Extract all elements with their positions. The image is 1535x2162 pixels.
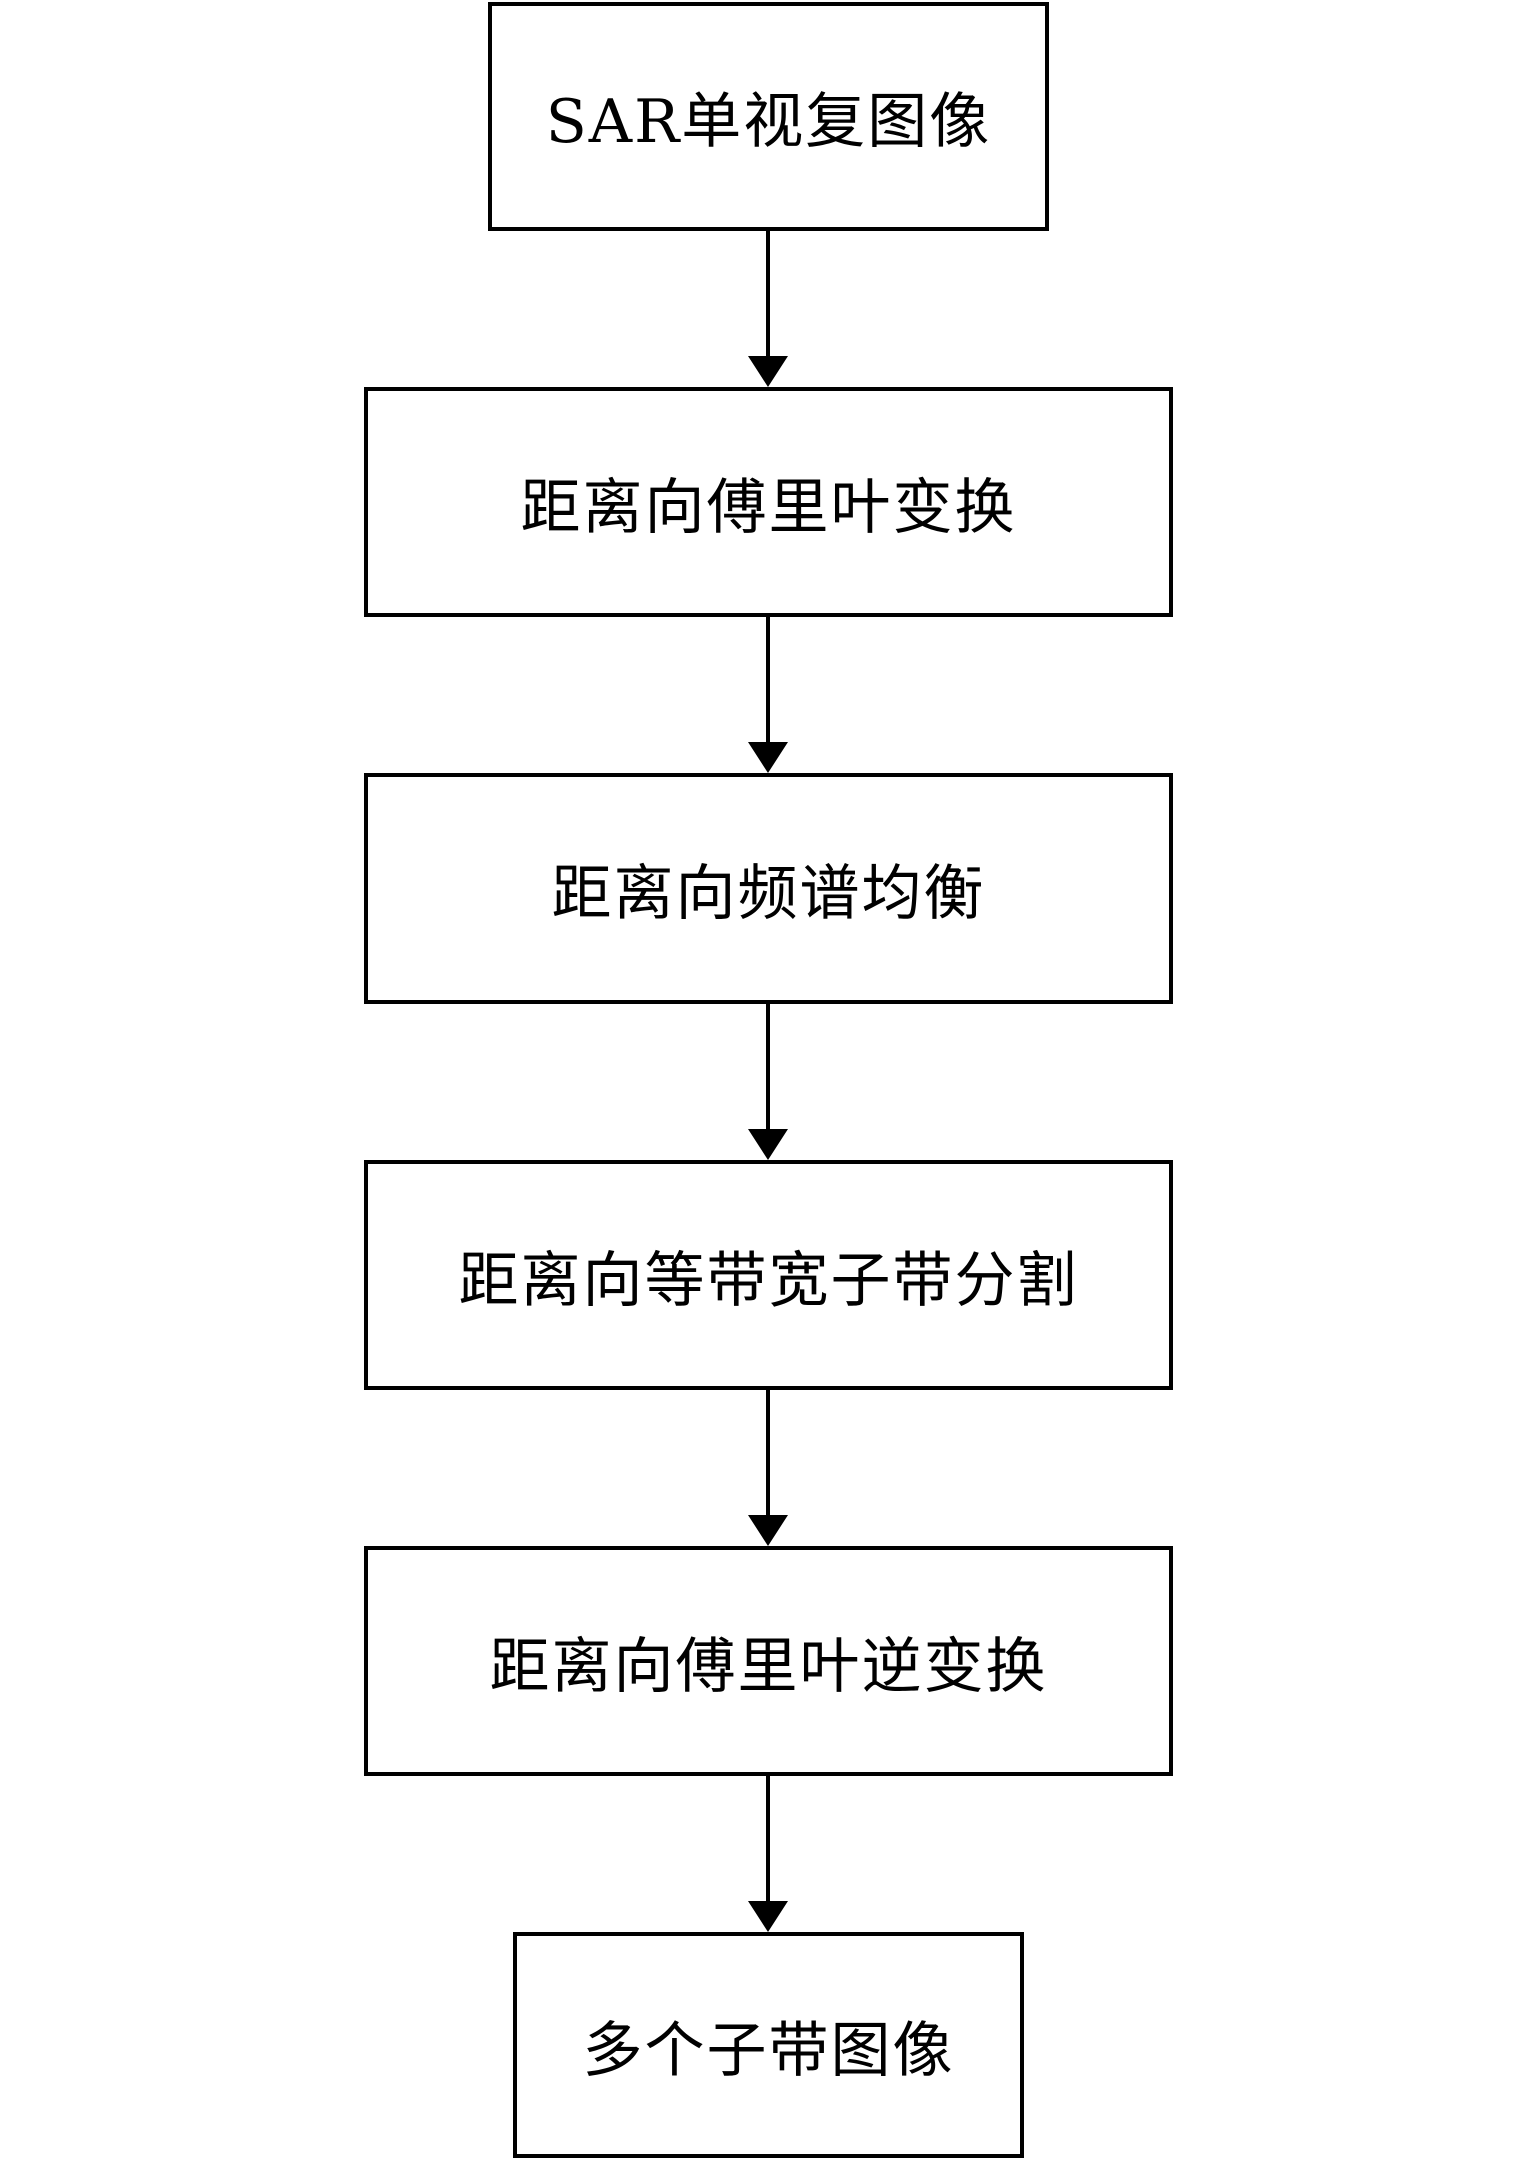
- step-4-box: 距离向等带宽子带分割: [364, 1160, 1173, 1390]
- step-5-box: 距离向傅里叶逆变换: [364, 1546, 1173, 1776]
- arrow-2-to-3: [748, 615, 788, 773]
- step-3-label: 距离向频谱均衡: [551, 859, 986, 929]
- arrow-1-to-2: [748, 229, 788, 387]
- step-2-box: 距离向傅里叶变换: [364, 387, 1173, 617]
- step-6-box: 多个子带图像: [513, 1932, 1024, 2158]
- step-1-label: SAR单视复图像: [545, 87, 992, 157]
- step-3-box: 距离向频谱均衡: [364, 773, 1173, 1004]
- step-6-label: 多个子带图像: [582, 2015, 955, 2086]
- arrow-4-to-5: [748, 1388, 788, 1546]
- step-1-box: SAR单视复图像: [488, 2, 1049, 231]
- step-2-label: 距离向傅里叶变换: [520, 472, 1017, 543]
- arrow-5-to-6: [748, 1774, 788, 1932]
- arrow-3-to-4: [748, 1002, 788, 1160]
- step-5-label: 距离向傅里叶逆变换: [489, 1631, 1048, 1702]
- step-4-label: 距离向等带宽子带分割: [458, 1245, 1079, 1316]
